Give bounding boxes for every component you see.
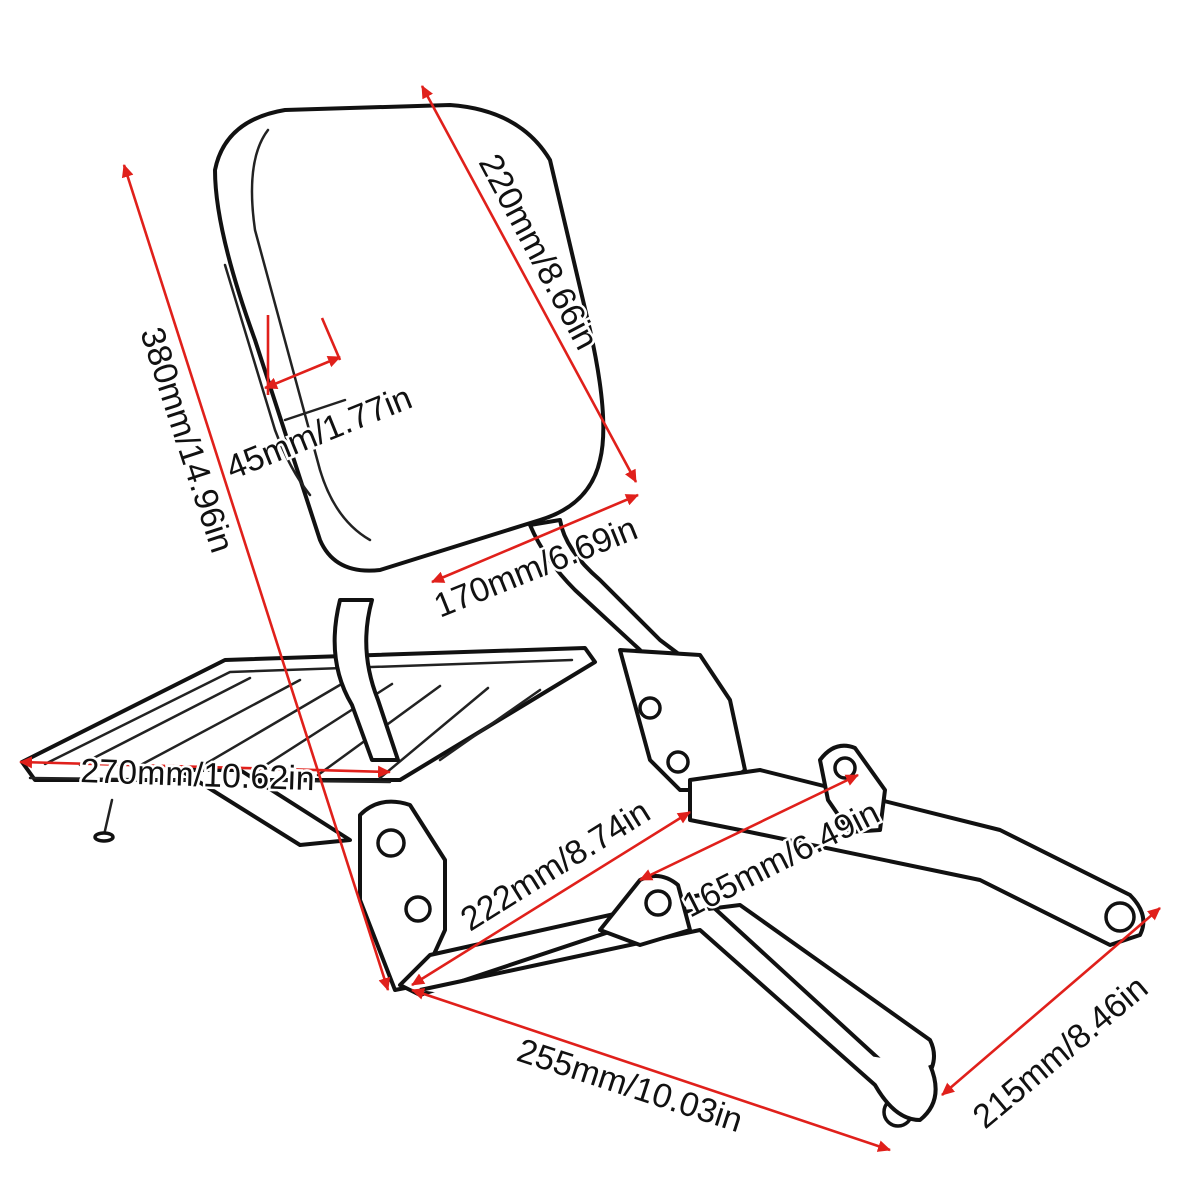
backrest-pad (213, 103, 606, 573)
bracket-hole-icon (833, 756, 857, 780)
mount-hole-icon (404, 895, 432, 923)
luggage-rack (20, 646, 597, 847)
rail-hole-icon (1104, 901, 1136, 933)
dimension-lines (19, 85, 1161, 1152)
bolt-icon (666, 750, 690, 774)
rack-length-label: 270mm/10.62in (80, 752, 316, 798)
rail-length-label: 255mm/10.03in (513, 1031, 748, 1140)
bolt-icon (638, 696, 662, 720)
mount-hole-icon (376, 828, 406, 858)
bracket-hole-icon (644, 889, 672, 917)
